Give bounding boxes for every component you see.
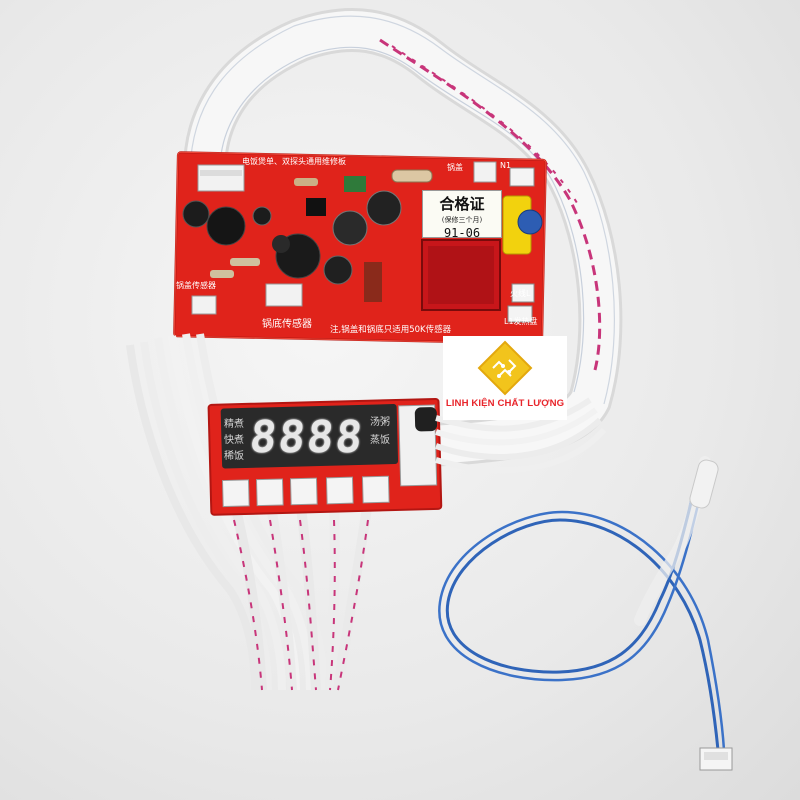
certificate-code: 91-06: [443, 226, 481, 240]
display-board: [207, 397, 443, 516]
bottom-sensor-label: 锅底传感器: [262, 319, 312, 330]
display-label-3: 稀饭: [224, 451, 244, 462]
main-control-board: [173, 151, 547, 345]
display-wire-bundle: [126, 333, 373, 691]
certificate-sticker: 合格证 (保修三个月) 91-06: [422, 190, 502, 240]
n1-label: N1: [500, 161, 512, 170]
board-header-text: 电饭煲单、双探头通用维修板: [242, 157, 346, 166]
pot-lid-label: 锅盖: [447, 163, 463, 172]
display-label-5: 汤粥: [370, 417, 390, 428]
seven-segment-display: 8888: [247, 412, 367, 463]
heater-label: L1发热盘: [504, 317, 538, 326]
shop-logo: LINH KIỆN CHẤT LƯỢNG: [443, 336, 567, 420]
display-label-4: 蒸饭: [370, 435, 390, 446]
certificate-subtitle: (保修三个月): [441, 216, 483, 224]
logo-text: LINH KIỆN CHẤT LƯỢNG: [445, 398, 565, 409]
certificate-title: 合格证: [439, 195, 485, 213]
sensor-note-label: 注,锅盖和锅底只适用50K传感器: [330, 325, 452, 335]
display-label-1: 精煮: [224, 419, 244, 430]
temperature-sensor-probe: [438, 456, 733, 771]
circuit-chip-icon: [477, 340, 533, 396]
lid-sensor-label: 锅盖传感器: [176, 281, 216, 290]
live-wire-label: 火线L: [510, 289, 531, 298]
ribbon-cable-top: [183, 8, 623, 467]
display-right-wires: [434, 397, 607, 474]
display-label-2: 快煮: [224, 435, 244, 446]
